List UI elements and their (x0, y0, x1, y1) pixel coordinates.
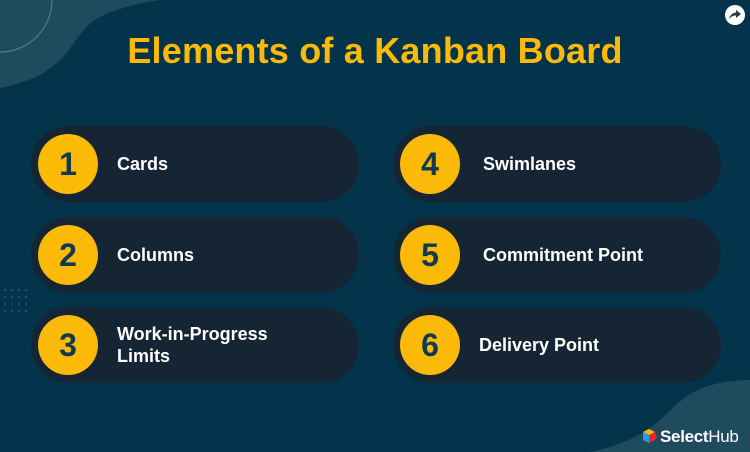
element-card-6: 6 Delivery Point (393, 307, 721, 383)
number-badge: 1 (38, 134, 98, 194)
decorative-dot-grid (4, 289, 30, 315)
brand-name-light: Hub (708, 427, 739, 446)
number-badge: 3 (38, 315, 98, 375)
element-label: Work-in-Progress Limits (117, 324, 268, 366)
element-label: Swimlanes (483, 154, 577, 174)
number-badge: 4 (400, 134, 460, 194)
selecthub-logo: SelectHub (641, 427, 739, 447)
element-card-5: 5 Commitment Point (393, 217, 721, 293)
number-badge: 2 (38, 225, 98, 285)
share-button[interactable] (725, 5, 745, 25)
number-badge: 5 (400, 225, 460, 285)
brand-name-bold: Select (660, 427, 709, 446)
decorative-blob-bottom-right (590, 380, 750, 452)
page-title: Elements of a Kanban Board (127, 30, 623, 71)
element-card-3: 3 Work-in-Progress Limits (31, 307, 359, 383)
element-label: Cards (117, 154, 169, 174)
element-card-4: 4 Swimlanes (393, 126, 721, 202)
element-label: Commitment Point (483, 245, 643, 265)
element-card-2: 2 Columns (31, 217, 359, 293)
element-label: Columns (117, 245, 195, 265)
number-badge: 6 (400, 315, 460, 375)
share-arrow-icon (729, 10, 741, 20)
element-card-1: 1 Cards (31, 126, 359, 202)
cube-logo-icon (643, 429, 657, 443)
element-label: Delivery Point (479, 335, 600, 355)
decorative-blob-top-left (0, 0, 160, 88)
